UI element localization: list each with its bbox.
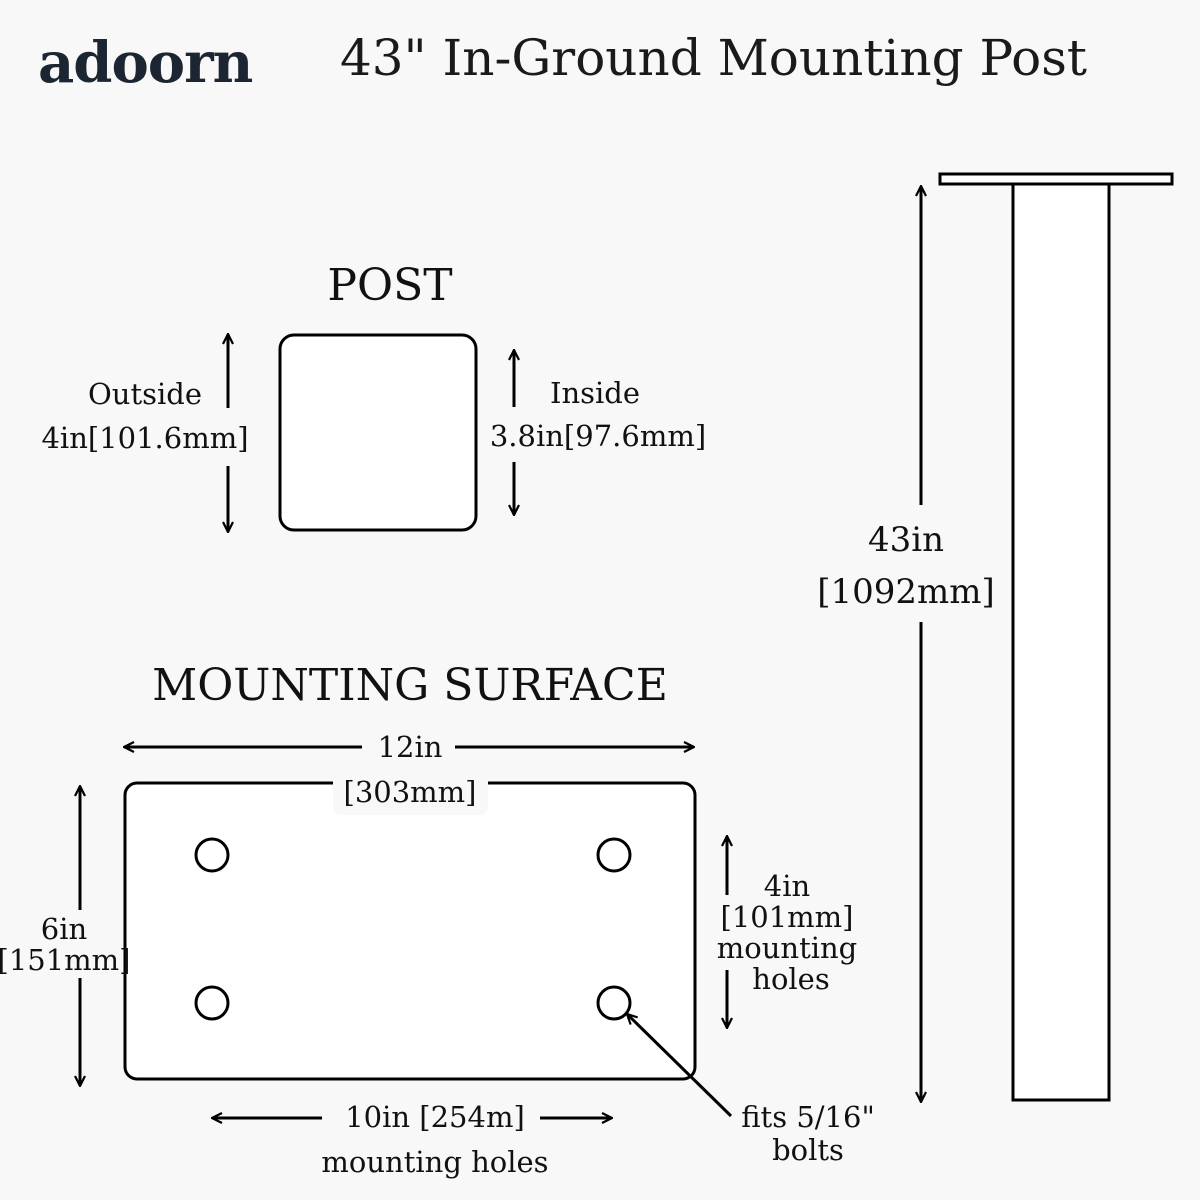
hole-spacing-v-caption-2: holes: [752, 962, 829, 996]
width-label-background: [333, 770, 488, 815]
brand-logo: adoorn: [38, 30, 253, 96]
plate-height-in: 6in: [41, 912, 87, 946]
inside-value: 3.8in[97.6mm]: [490, 419, 706, 453]
bolt-note-line-2: bolts: [772, 1133, 844, 1167]
outside-label: Outside: [88, 377, 202, 411]
post-heading: POST: [327, 260, 452, 311]
mounting-hole-bottom-right: [596, 985, 632, 1021]
hole-spacing-v-mm: [101mm]: [721, 900, 854, 934]
mounting-plate: [123, 781, 697, 1081]
width-value-mm: [303mm]: [344, 775, 477, 809]
hole-spacing-v-caption-1: mounting: [717, 931, 857, 965]
post-body: [1011, 182, 1111, 1102]
height-value-in: 43in: [868, 520, 944, 560]
outside-value: 4in[101.6mm]: [41, 421, 248, 455]
bolt-callout-arrow: [627, 1014, 733, 1118]
width-value-in: 12in: [378, 730, 443, 764]
height-value-mm: [1092mm]: [817, 572, 995, 612]
mounting-surface-heading: MOUNTING SURFACE: [152, 660, 668, 711]
plate-height-mm: [151mm]: [0, 943, 130, 977]
post-cross-section: [278, 333, 478, 532]
bolt-note-line-1: fits 5/16": [741, 1100, 875, 1134]
inside-label: Inside: [550, 376, 640, 410]
hole-spacing-v-in: 4in: [764, 869, 810, 903]
mounting-hole-top-right: [596, 837, 632, 873]
hole-spacing-h-value: 10in [254m]: [345, 1100, 525, 1134]
page-title: 43" In-Ground Mounting Post: [340, 29, 1087, 87]
hole-spacing-h-caption: mounting holes: [321, 1145, 548, 1179]
mounting-hole-bottom-left: [194, 985, 230, 1021]
mounting-hole-top-left: [194, 837, 230, 873]
